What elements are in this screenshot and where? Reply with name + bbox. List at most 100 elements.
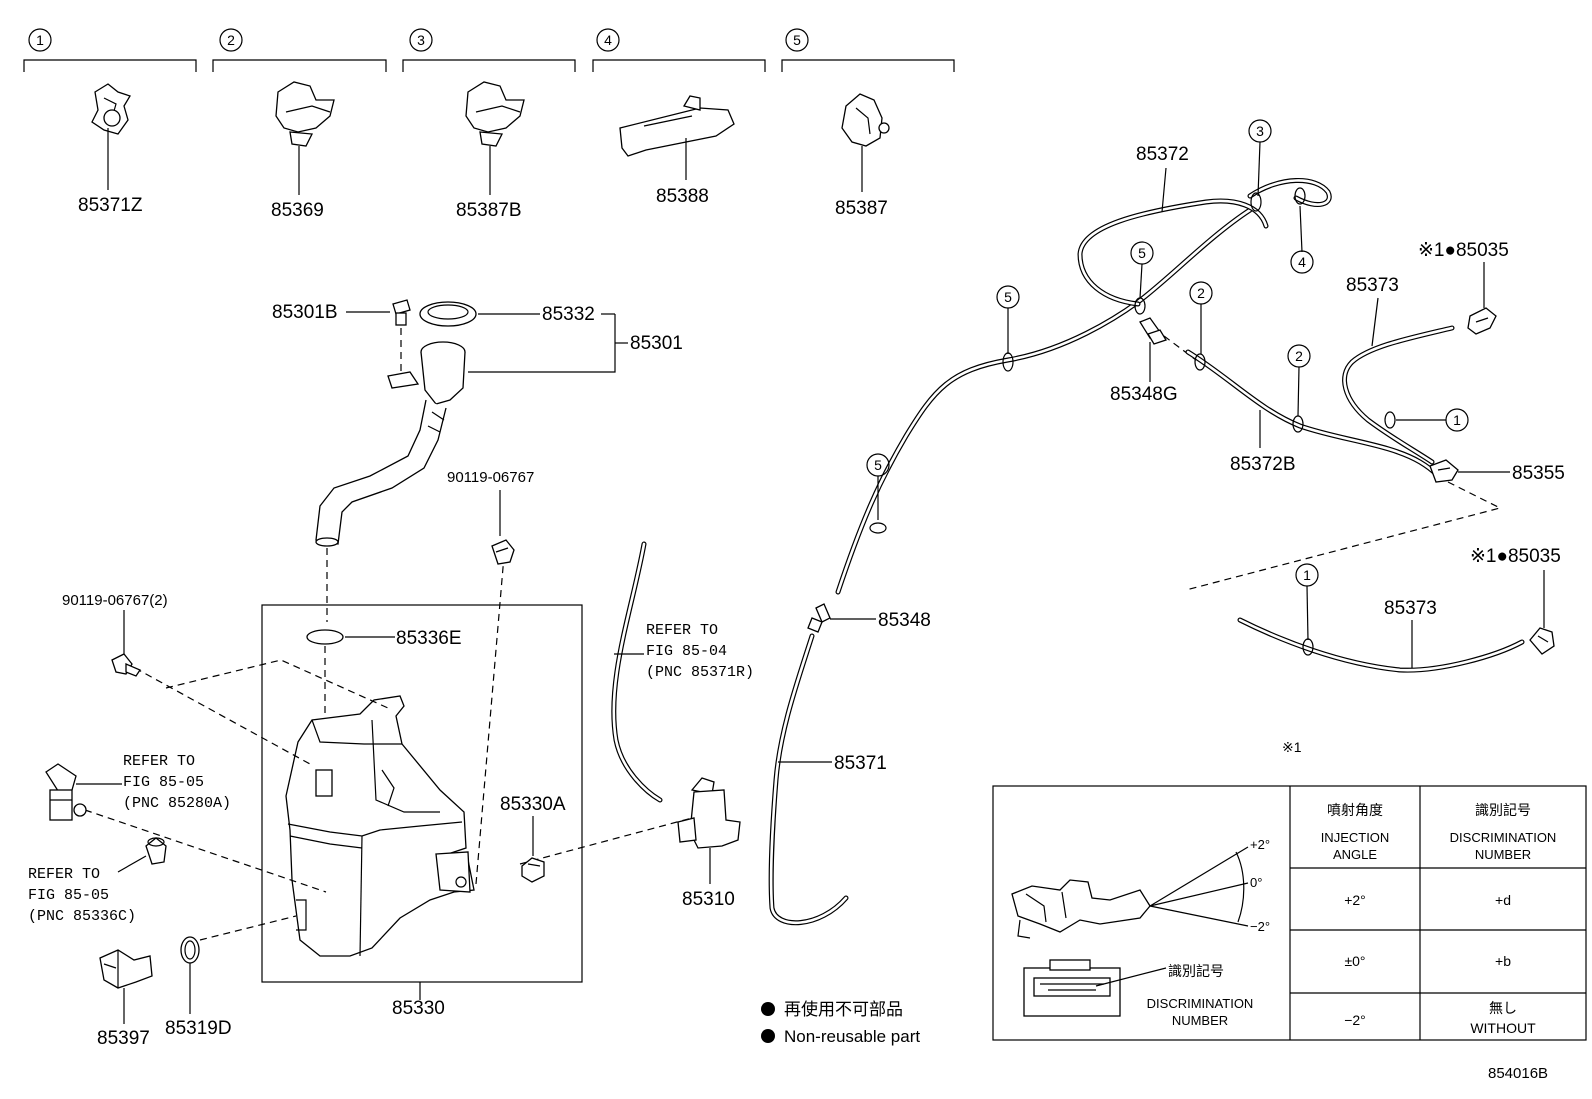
- clip-group-number: 1: [36, 32, 44, 48]
- clip-group-number: 4: [604, 32, 612, 48]
- clip-85387B[interactable]: 85387B: [456, 81, 525, 221]
- nozzle-85035-bottom[interactable]: [1529, 627, 1555, 655]
- joint-85348[interactable]: [807, 603, 831, 633]
- ref-line: (PNC 85371R): [646, 664, 754, 681]
- part-number-85397: 85397: [97, 1028, 150, 1049]
- table-head-disc-en: NUMBER: [1475, 847, 1531, 862]
- clip-group-number: 2: [227, 32, 235, 48]
- discrimination-illustration: 識別記号 DISCRIMINATION NUMBER: [1023, 959, 1254, 1028]
- part-number-85336E: 85336E: [396, 628, 462, 649]
- hose-85373-bottom[interactable]: [1237, 617, 1525, 673]
- part-number-85387: 85387: [835, 198, 888, 219]
- nozzle-85035-top[interactable]: [1467, 307, 1497, 335]
- part-number-85348: 85348: [878, 610, 931, 631]
- grommet-85336E[interactable]: 85336E: [306, 628, 462, 649]
- legend-en: Non-reusable part: [784, 1027, 920, 1046]
- clip-85388[interactable]: 85388: [619, 95, 735, 207]
- pump-85310[interactable]: 85310: [677, 777, 741, 910]
- part-number-85373-top: 85373: [1346, 275, 1399, 296]
- bolt-90119-06767-2[interactable]: 90119-06767(2): [62, 592, 168, 677]
- part-number-85372: 85372: [1136, 144, 1189, 165]
- bullet-icon: [761, 1029, 775, 1043]
- clip-callout-5-top: 5: [1130, 241, 1154, 315]
- clip-callout-2-a: 2: [1189, 281, 1213, 371]
- ref-line: REFER TO: [28, 866, 100, 883]
- callout-number: 5: [1138, 245, 1146, 261]
- tank-85330[interactable]: [285, 695, 475, 957]
- hose-85372B[interactable]: [1185, 349, 1439, 477]
- table-head-angle-en: ANGLE: [1333, 847, 1377, 862]
- callout-number: 3: [1256, 123, 1264, 139]
- ref-fig-85-05-b: REFER TO FIG 85-05 (PNC 85336C): [28, 837, 167, 925]
- legend-jp: 再使用不可部品: [784, 999, 903, 1019]
- table-note-mark: ※1: [1282, 739, 1302, 755]
- joint-85355[interactable]: [1429, 459, 1459, 483]
- bullet-icon: [761, 1002, 775, 1016]
- part-number-85348G: 85348G: [1110, 384, 1178, 405]
- callout-number: 2: [1295, 348, 1303, 364]
- clip-callout-5-mid: 5: [996, 285, 1020, 372]
- part-number-85371: 85371: [834, 753, 887, 774]
- cap-85332[interactable]: [419, 301, 477, 327]
- disc-label-en: DISCRIMINATION: [1147, 996, 1254, 1011]
- table-head-angle-en: INJECTION: [1321, 830, 1390, 845]
- clip-callout-2-b: 2: [1287, 344, 1311, 433]
- ref-line: REFER TO: [646, 622, 718, 639]
- part-number-85330: 85330: [392, 998, 445, 1019]
- table-head-disc-en: DISCRIMINATION: [1450, 830, 1557, 845]
- angle-mark: 0°: [1250, 875, 1262, 890]
- ref-line: FIG 85-05: [28, 887, 109, 904]
- hose-85372[interactable]: [835, 178, 1332, 595]
- clip-group-number: 3: [417, 32, 425, 48]
- clip-group-5: 5: [781, 28, 955, 72]
- clip-85369[interactable]: 85369: [271, 81, 335, 221]
- clip-85371Z[interactable]: 85371Z: [78, 83, 143, 216]
- table-cell-disc: WITHOUT: [1470, 1020, 1536, 1036]
- table-head-disc-jp: 識別記号: [1475, 802, 1531, 818]
- disc-label-en: NUMBER: [1172, 1013, 1228, 1028]
- part-number-85330A: 85330A: [500, 794, 566, 815]
- ref-fig-85-05-a: REFER TO FIG 85-05 (PNC 85280A): [45, 753, 231, 821]
- grommet-85330A[interactable]: 85330A: [500, 794, 566, 883]
- table-cell-angle: +2°: [1344, 892, 1366, 908]
- callout-number: 1: [1303, 567, 1311, 583]
- part-number-90119-06767-2: 90119-06767(2): [62, 592, 168, 609]
- clip-group-number: 5: [793, 32, 801, 48]
- clip-85387[interactable]: 85387: [835, 93, 890, 219]
- level-sensor[interactable]: [45, 763, 87, 821]
- table-head-angle-jp: 噴射角度: [1327, 802, 1383, 818]
- bolt-85301B[interactable]: [392, 299, 411, 326]
- figure-id: 854016B: [1488, 1065, 1548, 1082]
- joint-85348G[interactable]: [1139, 317, 1167, 345]
- seal-85319D[interactable]: 85319D: [165, 936, 232, 1039]
- part-number-85369: 85369: [271, 200, 324, 221]
- hose-85371[interactable]: [768, 633, 849, 926]
- nozzle-spec-table: ※1 噴射角度 INJECTION ANGLE 識別記号 DISCRIMINAT…: [992, 739, 1587, 1041]
- callout-number: 5: [874, 457, 882, 473]
- ref-line: (PNC 85280A): [123, 795, 231, 812]
- clip-group-3: 3: [402, 28, 576, 72]
- legend: 再使用不可部品 Non-reusable part: [761, 999, 920, 1046]
- disc-label-jp: 識別記号: [1168, 963, 1224, 979]
- hose-85373-top[interactable]: [1342, 325, 1455, 465]
- table-cell-disc: +b: [1495, 953, 1511, 969]
- ref-fig-85-04: REFER TO FIG 85-04 (PNC 85371R): [614, 622, 754, 681]
- part-number-85371Z: 85371Z: [78, 195, 143, 216]
- part-number-85388: 85388: [656, 186, 709, 207]
- clip-callout-1-a: 1: [1384, 408, 1469, 432]
- clip-group-4: 4: [592, 28, 766, 72]
- part-number-85035-top: ※1●85035: [1418, 240, 1509, 261]
- part-number-85035-bottom: ※1●85035: [1470, 546, 1561, 567]
- part-number-85387B: 85387B: [456, 200, 522, 221]
- connector-85397[interactable]: 85397: [97, 949, 153, 1049]
- part-number-85319D: 85319D: [165, 1018, 232, 1039]
- part-number-85355: 85355: [1512, 463, 1565, 484]
- part-number-85301B: 85301B: [272, 302, 338, 323]
- bolt-90119-06767[interactable]: 90119-06767: [447, 469, 534, 565]
- filler-neck-85301[interactable]: [315, 341, 466, 547]
- clip-group-headers: 1 2 3 4 5: [23, 28, 955, 72]
- clip-callout-3: 3: [1248, 119, 1272, 212]
- nozzle-angle-illustration: +2° 0° −2°: [1011, 837, 1270, 939]
- hose-85371R[interactable]: [611, 541, 663, 803]
- grommet-85336C[interactable]: [145, 837, 167, 865]
